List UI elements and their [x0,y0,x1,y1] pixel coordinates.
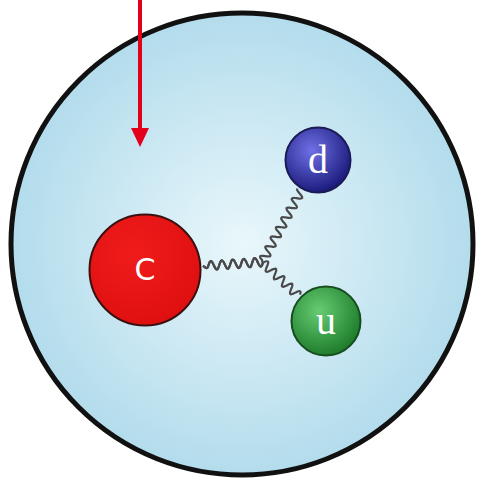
probe-arrow-head [131,128,149,147]
quark-label: d [308,140,328,180]
quark-circle: u [290,285,362,357]
gluon-line [203,258,301,295]
quark-label: u [316,301,336,341]
hadron-outline [11,13,473,475]
quark-label: C [135,255,156,285]
quark-circle: C [88,213,202,327]
probe-arrow-shaft [138,0,142,128]
gluon-line [203,189,302,270]
quark-circle: d [284,126,352,194]
